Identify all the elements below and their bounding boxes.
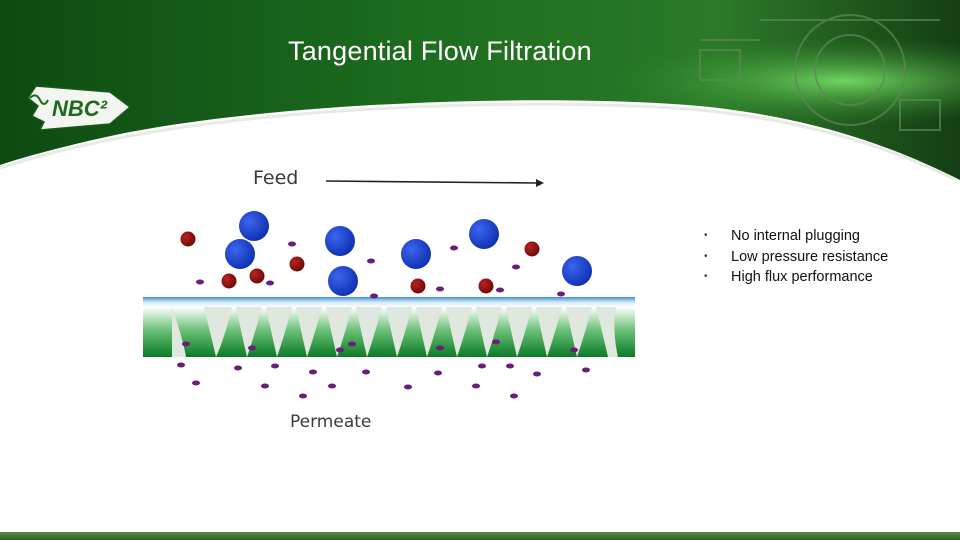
small-particle (182, 341, 190, 347)
small-particle (367, 258, 375, 264)
small-particle (309, 369, 317, 375)
small-particle (370, 293, 378, 299)
small-particle (512, 264, 520, 270)
small-particle (192, 380, 200, 386)
small-particle (510, 393, 518, 399)
bullet-text: High flux performance (731, 269, 873, 285)
filter-membrane (143, 297, 635, 357)
tangential-flow-diagram (143, 179, 635, 399)
small-particle (299, 393, 307, 399)
small-particle (336, 347, 344, 353)
medium-particle (249, 268, 265, 284)
medium-particle (289, 256, 305, 272)
small-particle (196, 279, 204, 285)
small-particle (582, 367, 590, 373)
small-particle (533, 371, 541, 377)
large-particle (325, 226, 355, 256)
medium-particle (221, 273, 237, 289)
bullet-text: Low pressure resistance (731, 248, 889, 265)
small-particle (404, 384, 412, 390)
small-particle (266, 280, 274, 286)
lab-equipment-illustration (699, 14, 941, 131)
small-particle (506, 363, 514, 369)
footer-bar (0, 532, 960, 540)
small-particles (177, 241, 590, 399)
small-particle (348, 341, 356, 347)
small-particle (328, 383, 336, 389)
small-particle (248, 345, 256, 351)
small-particle (436, 286, 444, 292)
feed-arrow (325, 179, 544, 187)
bullet-item: • Low pressure resistance (700, 247, 888, 268)
large-particle (225, 239, 255, 269)
small-particle (362, 369, 370, 375)
large-particle (562, 256, 592, 286)
small-particle (271, 363, 279, 369)
medium-particle (478, 278, 494, 294)
large-particle (328, 266, 358, 296)
small-particle (288, 241, 296, 247)
large-particles (225, 211, 592, 296)
svg-text:NBC²: NBC² (52, 96, 108, 121)
bullet-dot-icon: • (704, 250, 708, 262)
small-particle (492, 339, 500, 345)
bullet-item: • No internal plugging (700, 226, 888, 247)
small-particle (557, 291, 565, 297)
medium-particle (524, 241, 540, 257)
feed-label: Feed (253, 167, 299, 189)
permeate-label: Permeate (290, 412, 372, 432)
small-particle (234, 365, 242, 371)
large-particle (239, 211, 269, 241)
small-particle (434, 370, 442, 376)
medium-particle (180, 231, 196, 247)
small-particle (450, 245, 458, 251)
bullet-dot-icon: • (704, 271, 708, 282)
small-particle (436, 345, 444, 351)
small-particle (472, 383, 480, 389)
large-particle (469, 219, 499, 249)
small-particle (478, 363, 486, 369)
medium-particle (410, 278, 426, 294)
slide-title: Tangential Flow Filtration (288, 36, 592, 66)
small-particle (570, 347, 578, 353)
nbc2-logo: NBC² (22, 80, 134, 134)
large-particle (401, 239, 431, 269)
small-particle (261, 383, 269, 389)
benefits-list: • No internal plugging • Low pressure resi… (700, 226, 888, 288)
bullet-text: No internal plugging (731, 228, 860, 244)
bullet-item: • High flux performance (700, 267, 888, 288)
small-particle (177, 362, 185, 368)
small-particle (496, 287, 504, 293)
bullet-dot-icon: • (704, 230, 708, 241)
medium-particles (180, 231, 540, 294)
header-banner (0, 0, 960, 180)
